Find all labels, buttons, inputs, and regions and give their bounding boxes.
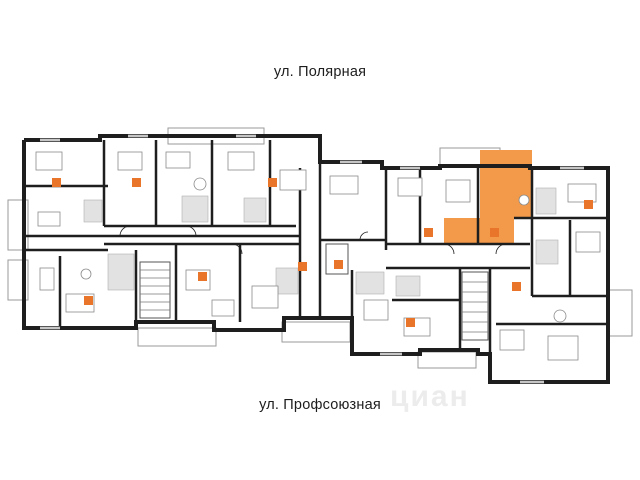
street-label-top: ул. Полярная (273, 64, 367, 80)
furniture (35, 151, 601, 361)
highlighted-apartment[interactable] (444, 150, 532, 244)
door-swings (119, 225, 507, 255)
tiled-rooms (83, 187, 559, 297)
interior-walls (24, 140, 608, 354)
unit-badges (52, 178, 593, 327)
street-label-bottom: ул. Профсоюзная (259, 397, 381, 413)
stair-steps (140, 269, 488, 333)
watermark-logo: циан (390, 380, 470, 413)
stairwells (139, 243, 489, 341)
window-lines (40, 135, 584, 383)
